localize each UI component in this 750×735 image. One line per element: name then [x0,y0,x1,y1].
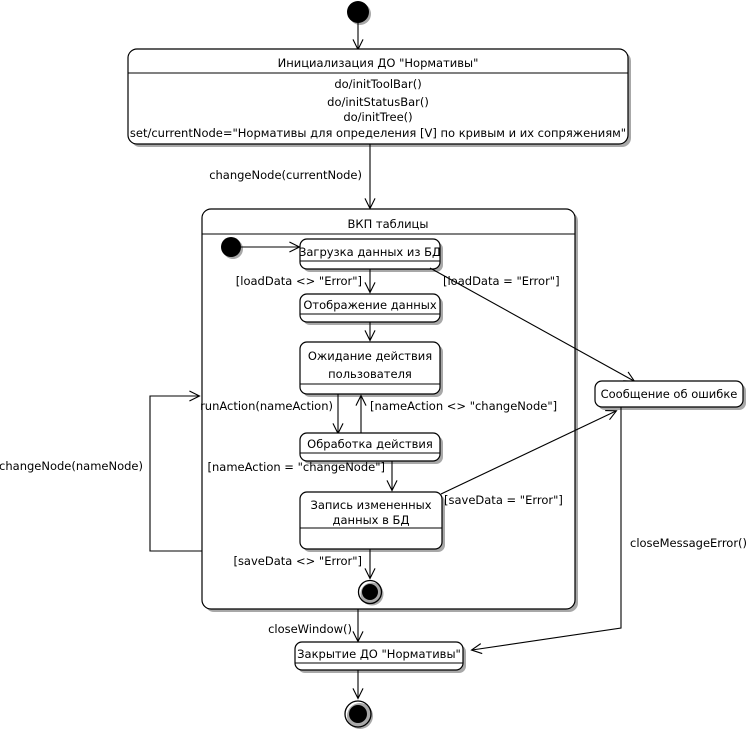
state-show-data-title: Отображение данных [303,298,437,312]
state-save-data[interactable]: Запись измененных данных в БД [299,491,445,552]
edge-label-runAction: runAction(nameAction) [200,399,333,413]
state-load-data-title: Загрузка данных из БД [299,245,441,259]
state-save-data-title: Запись измененных [310,498,431,512]
edge-error-to-close [472,407,622,650]
state-process-action-title: Обработка действия [307,437,433,451]
edge-label-saveData-error: [saveData = "Error"] [444,493,563,507]
state-show-data[interactable]: Отображение данных [299,293,443,325]
state-composite-vkp[interactable]: ВКП таблицы [201,208,578,612]
final-outer [344,700,373,729]
edge-save-to-error [440,411,616,495]
state-init-do-action-1: do/initStatusBar() [327,95,429,109]
state-init-do[interactable]: Инициализация ДО "Нормативы" do/initTool… [127,48,631,147]
state-composite-title: ВКП таблицы [348,217,429,231]
state-wait-action-title-line2: пользователя [328,367,412,381]
state-init-do-action-3: set/currentNode="Нормативы для определен… [130,126,626,140]
state-init-do-action-2: do/initTree() [343,110,412,124]
edge-label-loadData-not-error: [loadData <> "Error"] [236,274,362,288]
state-close-do-title: Закрытие ДО "Нормативы" [297,647,461,661]
state-process-action[interactable]: Обработка действия [299,432,443,464]
state-wait-action[interactable]: Ожидание действия пользователя [299,341,443,397]
state-error-message-title: Сообщение об ошибке [601,387,738,401]
edge-label-changeNode-currentNode: changeNode(currentNode) [209,168,362,182]
state-save-data-title-line2: данных в БД [333,513,410,527]
edge-label-saveData-not-error: [saveData <> "Error"] [233,554,362,568]
state-close-do[interactable]: Закрытие ДО "Нормативы" [294,641,466,673]
state-init-do-action-0: do/initToolBar() [334,77,421,91]
edge-load-to-error [429,267,634,381]
state-error-message[interactable]: Сообщение об ошибке [594,380,746,410]
final-inner [357,579,384,606]
state-wait-action-title: Ожидание действия [308,349,432,363]
edge-label-closeWindow: closeWindow() [268,622,352,636]
state-load-data[interactable]: Загрузка данных из БД [299,238,443,272]
edge-label-loadData-error: [loadData = "Error"] [443,274,560,288]
edge-label-nameAction-not-changeNode: [nameAction <> "changeNode"] [370,399,557,413]
edge-changeNode-nameNode-loop [149,396,202,552]
state-init-do-title: Инициализация ДО "Нормативы" [278,56,479,70]
edge-label-nameAction-changeNode: [nameAction = "changeNode"] [208,460,385,474]
edge-label-changeNode-nameNode: changeNode(nameNode) [0,459,143,473]
edge-label-closeMessageError: closeMessageError() [630,536,747,550]
start-inner [221,237,243,259]
start-outer [347,1,371,25]
